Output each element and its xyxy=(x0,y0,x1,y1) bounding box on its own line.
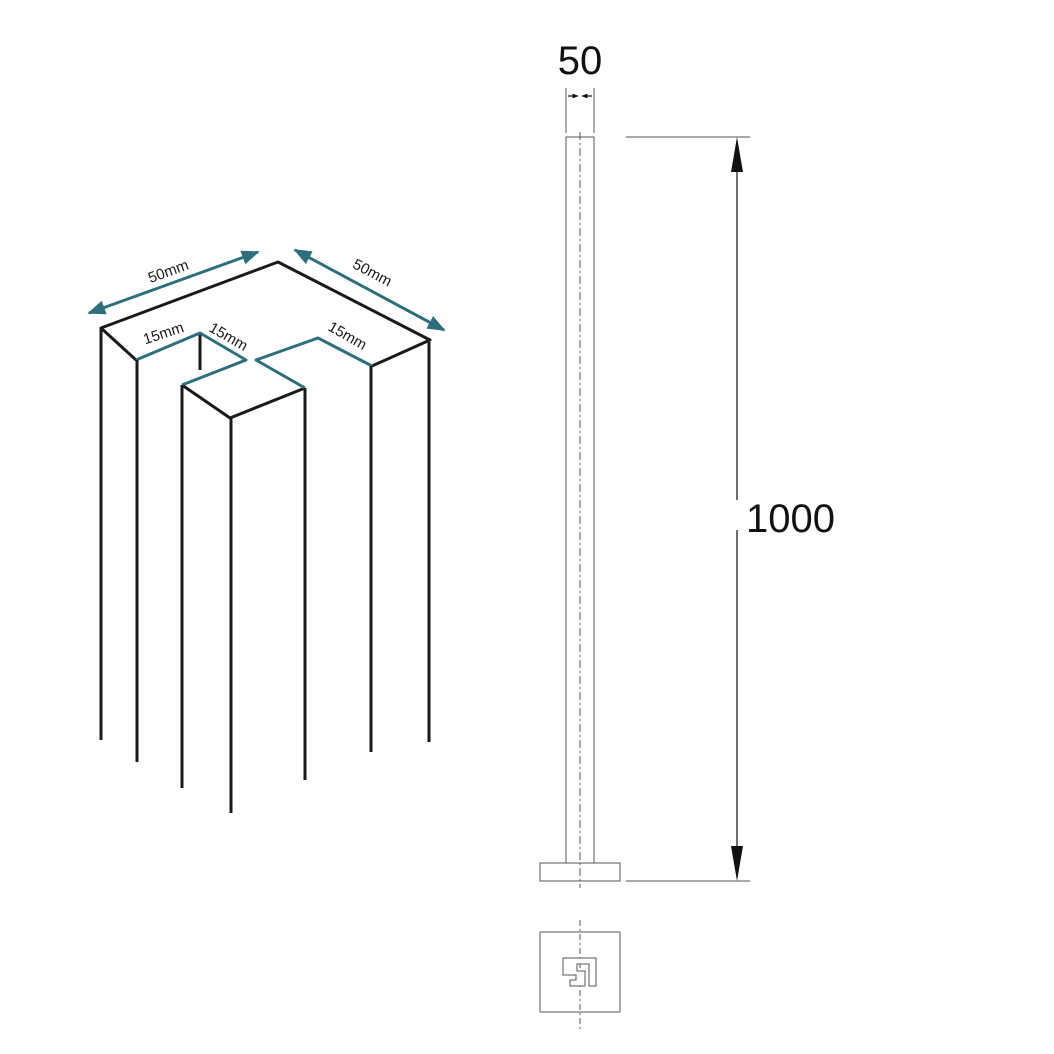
label-50mm-right: 50mm xyxy=(350,256,395,291)
base-plate xyxy=(539,862,621,882)
label-50mm-left: 50mm xyxy=(146,257,191,287)
dimension-arrow-left xyxy=(87,250,260,315)
height-dimension: 1000 xyxy=(626,136,835,882)
label-15mm-slot-left: 15mm xyxy=(141,319,186,348)
post-legs xyxy=(99,328,431,813)
slot-edges xyxy=(135,331,373,390)
elevation-view: 50 1000 xyxy=(539,39,835,888)
plan-view xyxy=(539,920,621,1030)
width-dimension-value: 50 xyxy=(558,39,603,83)
height-dimension-value: 1000 xyxy=(746,497,835,541)
dimension-arrow-right xyxy=(293,248,446,332)
profile-plan-outline xyxy=(562,957,597,987)
width-dimension: 50 xyxy=(558,39,603,133)
label-15mm-slot-right: 15mm xyxy=(325,318,370,354)
isometric-post-view: 50mm 50mm 15mm 15mm 15mm xyxy=(87,248,446,813)
base-plate-plan xyxy=(539,931,621,1013)
